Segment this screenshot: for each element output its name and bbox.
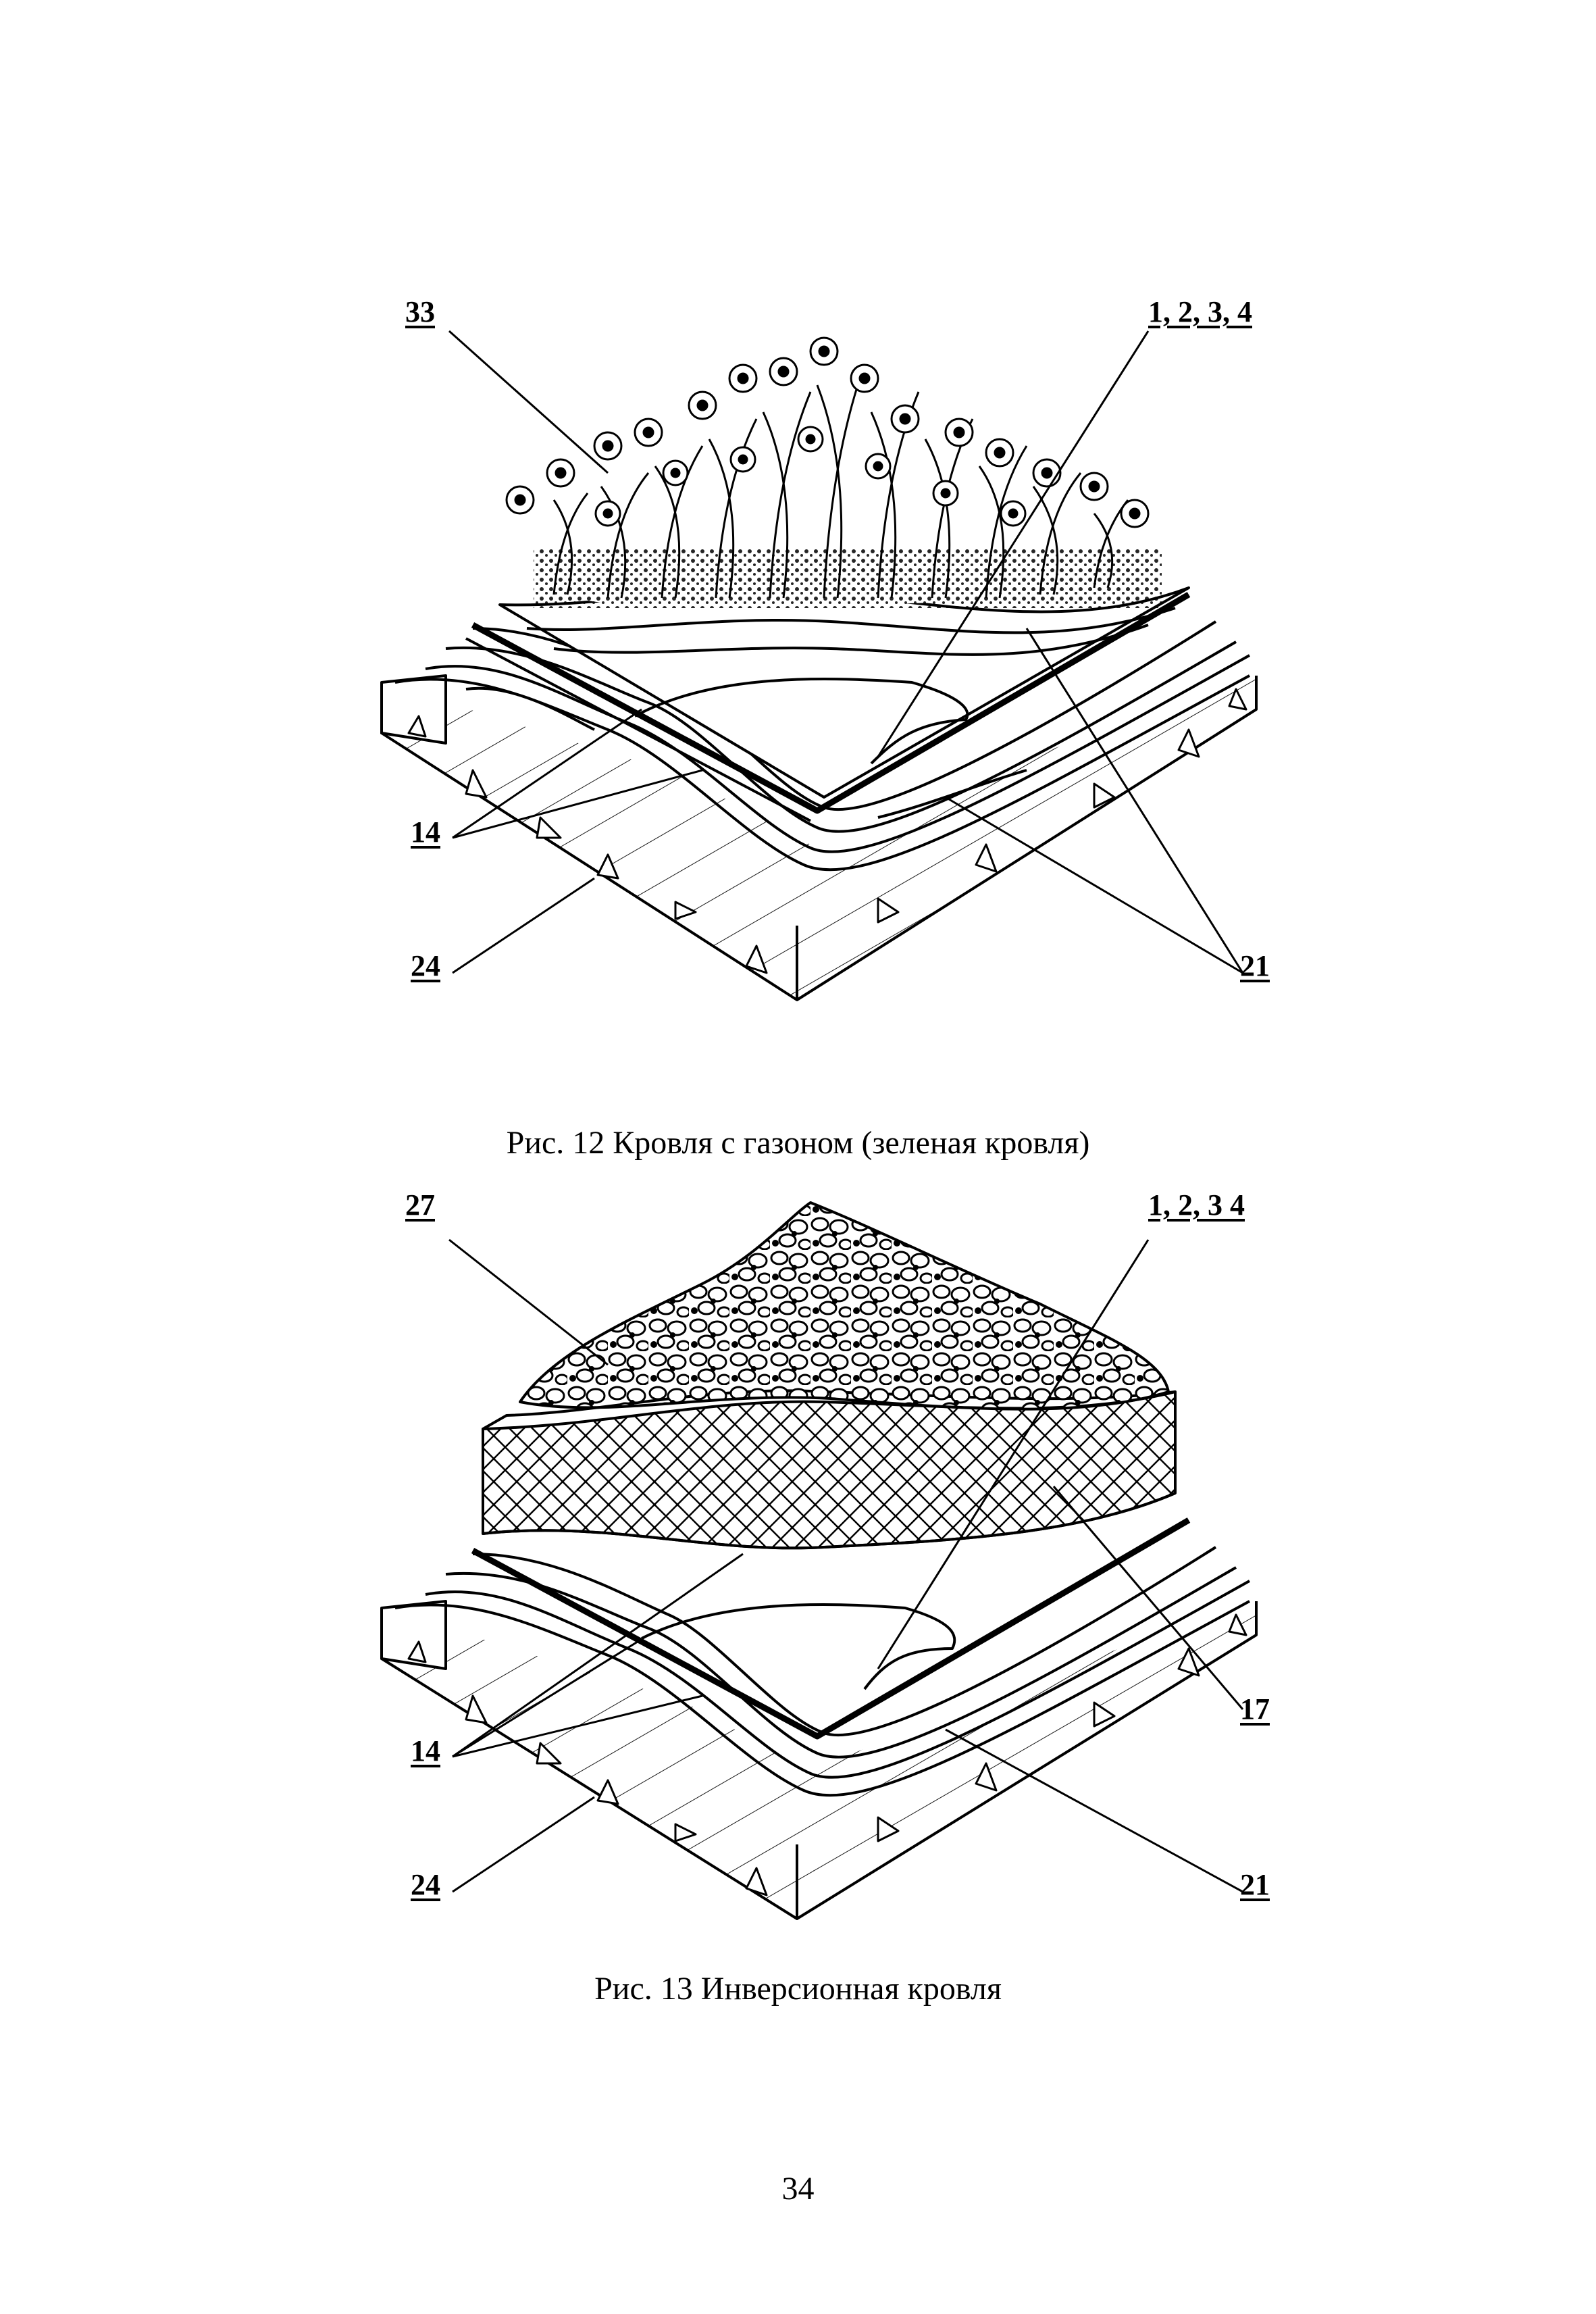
leader-lines [448, 1238, 1244, 1893]
callout-17: 17 [1240, 1692, 1270, 1726]
callout-14: 14 [411, 1734, 440, 1767]
membrane-layers [394, 1507, 1256, 1797]
inverted-roof-diagram [380, 1201, 1258, 1920]
waterproofing-line [471, 1517, 1191, 1740]
figure-12-caption: Рис. 12 Кровля с газоном (зеленая кровля… [506, 1125, 1090, 1161]
callout-24: 24 [411, 1868, 440, 1901]
callout-14: 14 [411, 815, 440, 849]
callout-33: 33 [405, 295, 435, 328]
leader-lines [448, 330, 1244, 974]
exposed-layer [641, 1603, 956, 1690]
insulation-layer [482, 1389, 1177, 1550]
waterproofing-line [465, 592, 1191, 822]
callout-24: 24 [411, 949, 440, 982]
callout-21: 21 [1240, 949, 1270, 982]
page-number: 34 [781, 2171, 815, 2207]
gravel-layer [519, 1201, 1170, 1411]
callout-27: 27 [405, 1188, 435, 1222]
callout-1-2-3-4: 1, 2, 3 4 [1148, 1188, 1245, 1222]
green-roof-diagram [380, 330, 1258, 1001]
callout-21: 21 [1240, 1868, 1270, 1901]
plant-layer [505, 336, 1162, 609]
figure-13-caption: Рис. 13 Инверсионная кровля [594, 1971, 1002, 2007]
callout-1-2-3-4: 1, 2, 3, 4 [1148, 295, 1252, 328]
